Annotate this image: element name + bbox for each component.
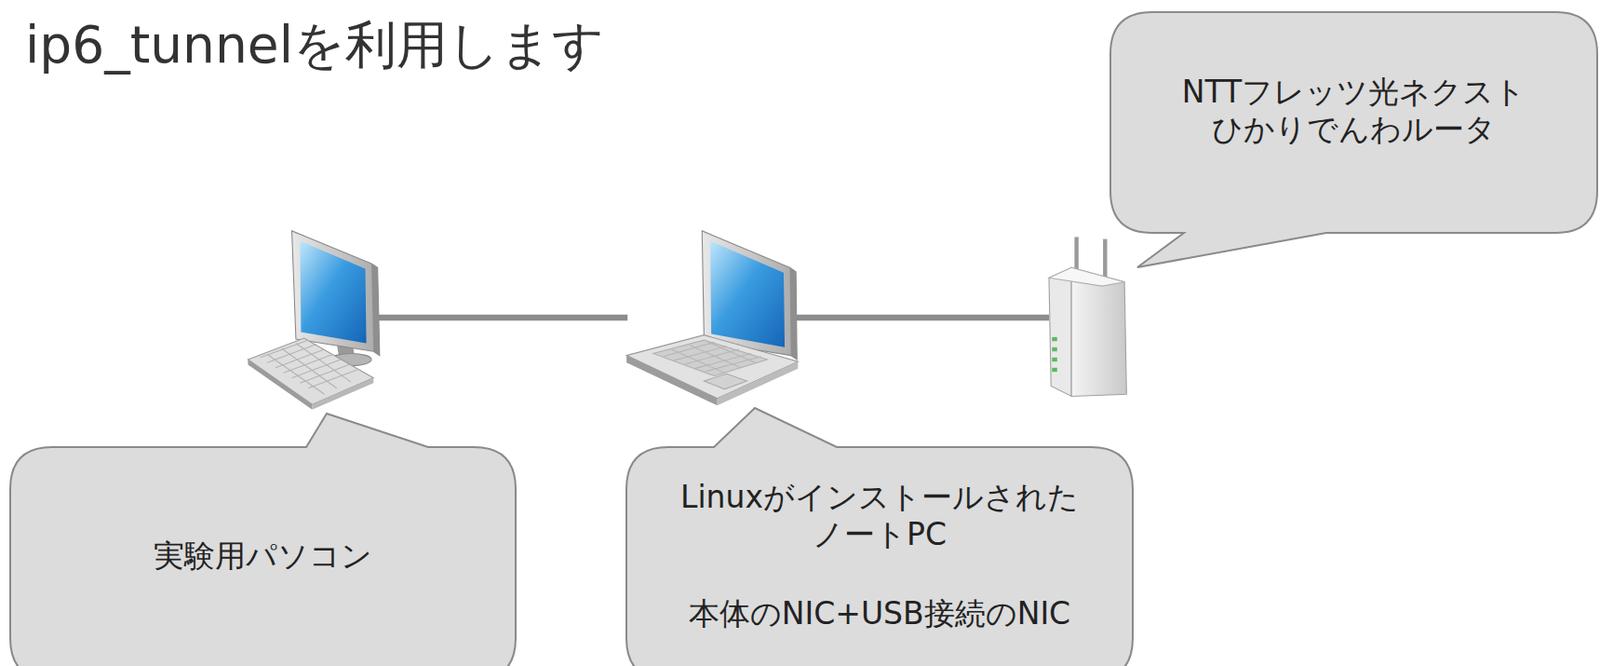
bubble-text: 本体のNIC+USB接続のNIC xyxy=(688,594,1071,632)
callout-bubble: Linuxがインストールされた ノートPC 本体のNIC+USB接続のNIC xyxy=(626,446,1133,666)
laptop-icon xyxy=(626,230,798,405)
callout-bubble: NTTフレッツ光ネクスト ひかりでんわルータ xyxy=(1110,12,1598,233)
desktop-pc-icon xyxy=(247,230,379,410)
bubble-text: 実験用パソコン xyxy=(153,537,373,575)
router-icon xyxy=(1048,236,1127,396)
bubble-shape xyxy=(10,413,516,666)
network-cable xyxy=(795,314,1049,322)
slide-title: ip6_tunnelを利用します xyxy=(25,13,605,78)
callout-bubble: 実験用パソコン xyxy=(10,446,516,666)
bubble-text: NTTフレッツ光ネクスト ひかりでんわルータ xyxy=(1182,73,1526,148)
bubble-shape xyxy=(1110,12,1598,268)
network-cable xyxy=(377,314,629,322)
bubble-text: Linuxがインストールされた ノートPC xyxy=(680,478,1079,552)
bubble-shape xyxy=(626,407,1133,666)
